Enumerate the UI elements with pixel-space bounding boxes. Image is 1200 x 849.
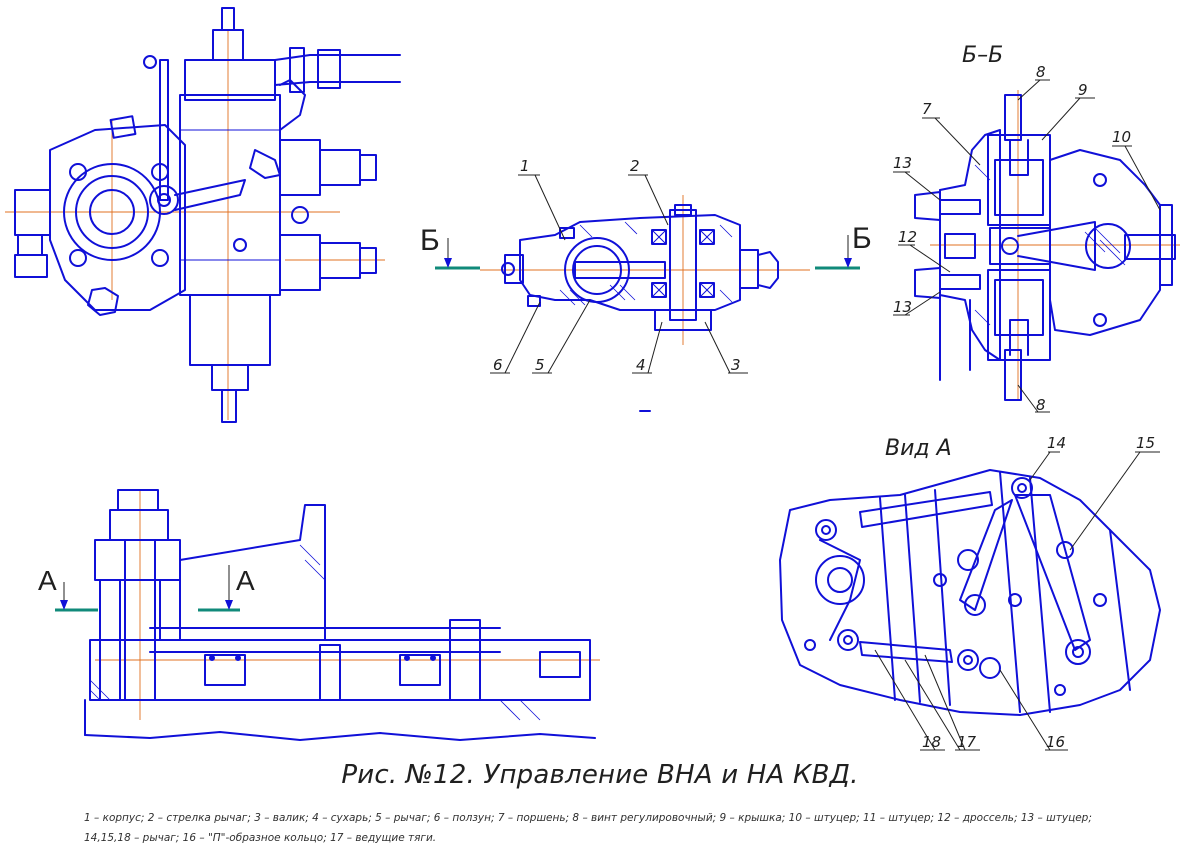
housing-front-view	[5, 7, 401, 423]
section-bb-labels: Б–Б Б Б 7 8 9 10 13 12 13 8	[420, 43, 1131, 414]
callout-18: 18	[922, 733, 941, 751]
callout-2: 2	[630, 157, 640, 175]
cut-label-b-right: Б	[852, 222, 872, 255]
callout-13-top: 13	[893, 154, 912, 172]
section-bb-title: Б–Б	[962, 43, 1003, 68]
center-view-labels: 1 2 6 5 4 3	[493, 157, 741, 374]
legend-line-1: 1 – корпус; 2 – стрелка рычаг; 3 – валик…	[84, 812, 1092, 824]
cut-label-a-right: А	[236, 565, 255, 596]
callout-7: 7	[922, 100, 932, 118]
callout-10: 10	[1112, 128, 1131, 146]
callout-16: 16	[1046, 733, 1065, 751]
section-bb-view	[893, 79, 1180, 413]
callout-4: 4	[636, 356, 646, 374]
valve-section-view	[435, 174, 860, 412]
callout-12: 12	[898, 228, 917, 246]
callout-1: 1	[520, 157, 530, 175]
callout-17: 17	[957, 733, 977, 751]
bottom-view-labels: А А	[38, 565, 255, 596]
view-a-linkage	[779, 451, 1161, 751]
view-a-title: Вид А	[885, 436, 952, 461]
figure-legend: 1 – корпус; 2 – стрелка рычаг; 3 – валик…	[84, 808, 1184, 848]
callout-14: 14	[1047, 434, 1066, 452]
callout-5: 5	[535, 356, 545, 374]
callout-13-bottom: 13	[893, 298, 912, 316]
figure-caption: Рис. №12. Управление ВНА и НА КВД.	[341, 760, 859, 790]
callout-3: 3	[731, 356, 741, 374]
callout-9: 9	[1078, 81, 1088, 99]
callout-15: 15	[1136, 434, 1155, 452]
longitudinal-section-view	[55, 489, 600, 741]
cut-label-a-left: А	[38, 565, 57, 596]
view-a-labels: Вид А 14 15 18 17 16	[885, 434, 1155, 751]
cut-label-b-left: Б	[420, 224, 440, 257]
legend-line-2: 14,15,18 – рычаг; 16 – "П"-образное коль…	[84, 832, 437, 844]
callout-8-bottom: 8	[1036, 396, 1046, 414]
callout-8-top: 8	[1036, 63, 1046, 81]
callout-6: 6	[493, 356, 503, 374]
